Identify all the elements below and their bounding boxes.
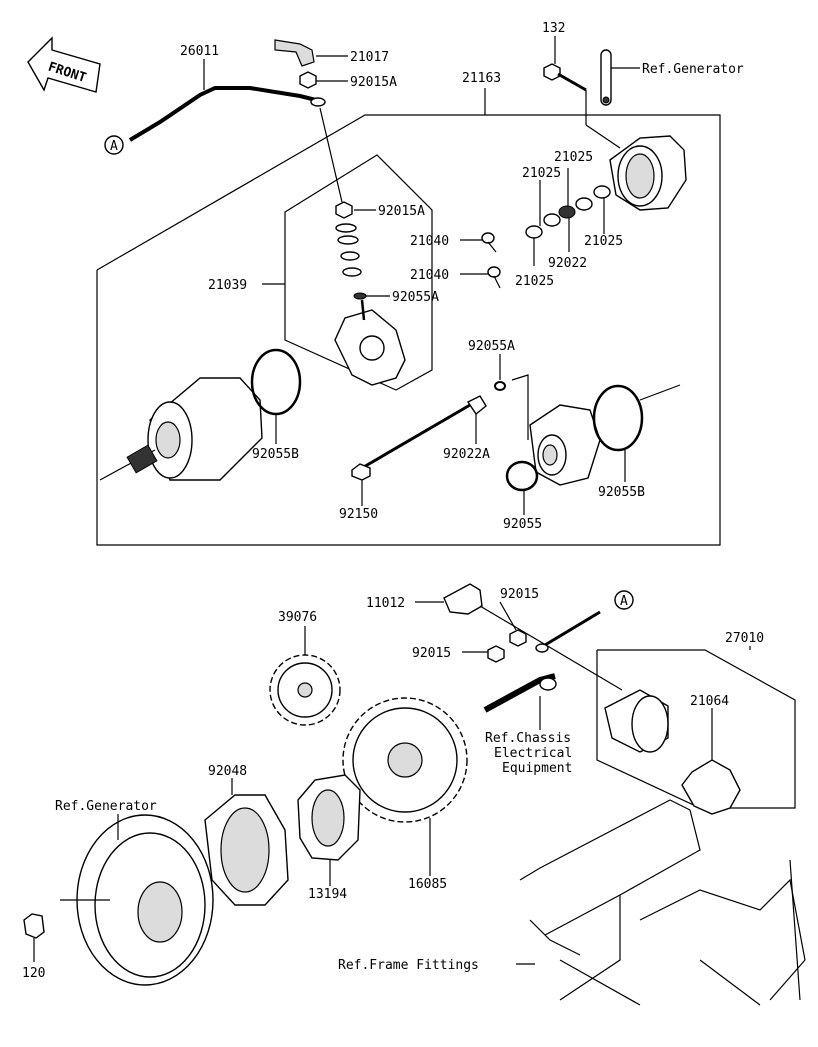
label-27010: 27010 — [725, 631, 764, 646]
terminal-cap — [274, 39, 315, 67]
label-21040-a: 21040 — [410, 234, 449, 249]
marker-a-icon — [104, 135, 124, 155]
label-26011: 26011 — [180, 44, 219, 59]
label-11012: 11012 — [366, 596, 405, 611]
through-bolt — [351, 403, 471, 481]
one-way-clutch — [297, 774, 361, 861]
o-ring-92055b-left — [250, 348, 302, 416]
washer-set — [525, 185, 611, 239]
label-92015a-inner: 92015A — [378, 204, 425, 219]
end-cover — [609, 135, 687, 211]
label-92150: 92150 — [339, 507, 378, 522]
label-21025-b: 21025 — [522, 166, 561, 181]
label-21163: 21163 — [462, 71, 501, 86]
starter-cover — [681, 759, 741, 815]
label-ref-chassis-3: Equipment — [502, 761, 572, 776]
chassis-wire — [483, 673, 557, 713]
bolt-120 — [23, 913, 45, 939]
label-ref-frame: Ref.Frame Fittings — [338, 958, 479, 973]
marker-a-label-lower: A — [620, 594, 628, 609]
label-39076: 39076 — [278, 610, 317, 625]
label-92055: 92055 — [503, 517, 542, 532]
nut-92015-a — [509, 629, 527, 647]
front-bracket — [529, 404, 601, 486]
label-13194: 13194 — [308, 887, 347, 902]
washer-stack — [335, 201, 367, 300]
label-92015-a: 92015 — [500, 587, 539, 602]
label-92022: 92022 — [548, 256, 587, 271]
nut-92015-b — [487, 645, 505, 663]
label-92055b-a: 92055B — [252, 447, 299, 462]
starter-gear — [342, 697, 468, 823]
terminal-bolt: A — [535, 590, 634, 653]
flywheel-rotor — [76, 814, 214, 986]
label-132: 132 — [542, 21, 565, 36]
label-ref-chassis-2: Electrical — [494, 746, 572, 761]
frame — [519, 799, 806, 1006]
label-21025-d: 21025 — [515, 274, 554, 289]
label-92015a-top: 92015A — [350, 75, 397, 90]
label-92055a-b: 92055A — [468, 339, 515, 354]
label-21039: 21039 — [208, 278, 247, 293]
label-21017: 21017 — [350, 50, 389, 65]
o-ring-92055 — [505, 460, 539, 492]
starter-cable: A — [104, 86, 326, 155]
label-21040-b: 21040 — [410, 268, 449, 283]
label-16085: 16085 — [408, 877, 447, 892]
idler-gear — [269, 654, 341, 726]
label-92022a: 92022A — [443, 447, 490, 462]
label-21064: 21064 — [690, 694, 729, 709]
o-ring-92055a-small — [494, 381, 506, 391]
lock-plate-92022a — [466, 395, 487, 416]
label-120: 120 — [22, 966, 45, 981]
brush-a — [481, 232, 497, 253]
marker-a-label: A — [110, 139, 118, 154]
label-ref-generator-bottom: Ref.Generator — [55, 799, 157, 814]
label-ref-chassis-1: Ref.Chassis — [485, 731, 571, 746]
starter-motor — [604, 689, 669, 753]
leader-lines — [33, 36, 751, 965]
armature-housing — [99, 377, 263, 481]
nut-92015a-top — [299, 71, 317, 89]
label-92015-b: 92015 — [412, 646, 451, 661]
marker-a-icon-lower — [614, 590, 634, 610]
relay-plug — [443, 583, 483, 615]
front-arrow-icon: FRONT — [27, 36, 101, 93]
label-21025-c: 21025 — [584, 234, 623, 249]
label-92048: 92048 — [208, 764, 247, 779]
label-21025-a: 21025 — [554, 150, 593, 165]
o-ring-92055b-right — [592, 384, 644, 452]
motor-group-box — [596, 649, 796, 809]
assembly-box — [96, 114, 721, 546]
label-92055b-b: 92055B — [598, 485, 645, 500]
generator-strap — [600, 49, 612, 106]
bolt-132 — [543, 63, 587, 92]
brush-plate — [334, 299, 406, 386]
brush-b — [487, 266, 501, 289]
brush-holder-box — [284, 154, 433, 391]
label-92055a-a: 92055A — [392, 290, 439, 305]
label-ref-generator-top: Ref.Generator — [642, 62, 744, 77]
bearing-plate — [204, 794, 289, 906]
